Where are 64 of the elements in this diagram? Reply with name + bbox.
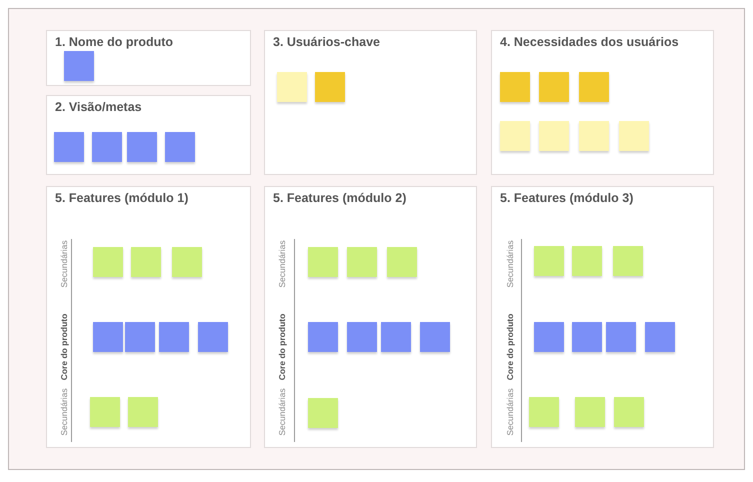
- sticky-note: [165, 132, 195, 162]
- section-heading: 5. Features (módulo 3): [500, 191, 634, 205]
- sticky-note: [529, 397, 559, 427]
- sticky-note: [93, 247, 123, 277]
- sticky-note: [128, 397, 158, 427]
- row-label: Core do produto: [277, 314, 287, 380]
- section-panel: [264, 30, 477, 175]
- sticky-note: [572, 322, 602, 352]
- sticky-note: [534, 322, 564, 352]
- sticky-note: [539, 121, 569, 151]
- sticky-note: [90, 397, 120, 427]
- section-panel: [46, 30, 251, 86]
- sticky-note: [277, 72, 307, 102]
- section-heading: 5. Features (módulo 2): [273, 191, 406, 205]
- section-panel: [264, 186, 477, 448]
- sticky-note: [198, 322, 228, 352]
- section-panel: [491, 30, 714, 175]
- row-label: Core do produto: [505, 314, 515, 380]
- sticky-note: [172, 247, 202, 277]
- section-heading: 5. Features (módulo 1): [55, 191, 188, 205]
- sticky-note: [613, 246, 643, 276]
- section-panel: [491, 186, 714, 448]
- sticky-note: [308, 398, 338, 428]
- sticky-note: [93, 322, 123, 352]
- row-label: Secundárias: [505, 240, 515, 288]
- sticky-note: [534, 246, 564, 276]
- sticky-note: [420, 322, 450, 352]
- sticky-note: [575, 397, 605, 427]
- sticky-note: [347, 322, 377, 352]
- sticky-note: [92, 132, 122, 162]
- sticky-note: [159, 322, 189, 352]
- sticky-note: [579, 72, 609, 102]
- sticky-note: [308, 247, 338, 277]
- section-heading: 1. Nome do produto: [55, 35, 174, 49]
- sticky-note: [64, 51, 94, 81]
- row-label: Secundárias: [59, 388, 69, 436]
- sticky-note: [572, 246, 602, 276]
- sticky-note: [619, 121, 649, 151]
- sticky-note: [500, 121, 530, 151]
- sticky-note: [315, 72, 345, 102]
- section-heading: 3. Usuários-chave: [273, 35, 380, 49]
- row-label: Secundárias: [277, 388, 287, 436]
- row-label: Secundárias: [277, 240, 287, 288]
- sticky-note: [579, 121, 609, 151]
- section-heading: 2. Visão/metas: [55, 100, 142, 114]
- row-label: Secundárias: [59, 240, 69, 288]
- sticky-note: [614, 397, 644, 427]
- sticky-note: [539, 72, 569, 102]
- sticky-note: [500, 72, 530, 102]
- row-label: Core do produto: [59, 314, 69, 380]
- sticky-note: [131, 247, 161, 277]
- sticky-note: [645, 322, 675, 352]
- section-panel: [46, 186, 251, 448]
- sticky-note: [308, 322, 338, 352]
- sticky-note: [54, 132, 84, 162]
- sticky-note: [125, 322, 155, 352]
- sticky-note: [347, 247, 377, 277]
- section-panel: [46, 95, 251, 175]
- sticky-note: [127, 132, 157, 162]
- sticky-note: [606, 322, 636, 352]
- sticky-note: [381, 322, 411, 352]
- section-heading: 4. Necessidades dos usuários: [500, 35, 679, 49]
- sticky-note: [387, 247, 417, 277]
- row-label: Secundárias: [505, 388, 515, 436]
